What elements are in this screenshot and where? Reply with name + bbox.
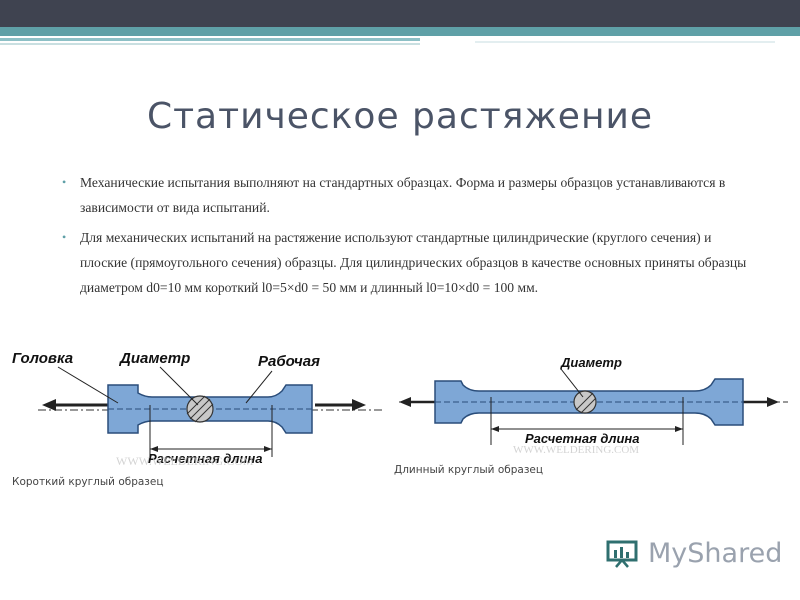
leader-diameter <box>560 368 584 398</box>
arrow-head-left-icon <box>399 397 411 407</box>
leader-diameter <box>159 366 199 406</box>
leader-head <box>57 366 119 404</box>
hatch-line <box>189 398 211 420</box>
diameter-section-icon <box>573 390 597 414</box>
hatch-line <box>194 403 214 423</box>
arrow-head-left-icon <box>42 399 56 411</box>
bullet-item: • Механические испытания выполняют на ст… <box>62 170 752 220</box>
caption-long-specimen: Длинный круглый образец <box>394 464 544 476</box>
header-line-light <box>0 43 800 45</box>
bullet-dot-icon: • <box>62 230 67 244</box>
bullet-list: • Механические испытания выполняют на ст… <box>62 170 752 305</box>
label-diameter: Диаметр <box>118 350 190 367</box>
bullet-text: Для механических испытаний на растяжение… <box>80 230 747 295</box>
logo-text: MyShared <box>648 538 783 569</box>
hatch-line <box>575 392 594 411</box>
label-gauge-length: Расчетная длина <box>525 431 640 446</box>
watermark: WWW.WELDERING.COM <box>116 454 254 468</box>
header-line-faint <box>475 41 775 43</box>
long-specimen-drawing: Диаметр Расчетная длина WWW.WELDERING.CO… <box>399 355 788 456</box>
short-specimen-drawing: Головка Диаметр Рабочая Расчетная длина … <box>12 350 385 468</box>
dimension-arrow-icon <box>675 426 683 432</box>
bullet-dot-icon: • <box>62 175 67 189</box>
watermark: WWW.WELDERING.COM <box>513 444 639 456</box>
arrow-head-right-icon <box>352 399 366 411</box>
dimension-arrow-icon <box>150 446 158 452</box>
label-head: Головка <box>12 350 73 367</box>
slide-title: Статическое растяжение <box>146 96 654 137</box>
header-band-teal <box>0 27 800 36</box>
long-specimen-figure: Диаметр Расчетная длина WWW.WELDERING.CO… <box>393 345 793 460</box>
bullet-text: Механические испытания выполняют на стан… <box>80 175 726 215</box>
label-working: Рабочая <box>258 353 320 370</box>
label-gauge-length: Расчетная длина <box>148 451 263 466</box>
label-diameter: Диаметр <box>560 355 622 370</box>
myshared-logo[interactable]: MyShared <box>606 536 782 572</box>
short-specimen-figure: Головка Диаметр Рабочая Расчетная длина … <box>10 345 390 470</box>
presentation-board-icon <box>606 540 638 568</box>
dimension-arrow-icon <box>491 426 499 432</box>
arrow-head-right-icon <box>767 397 779 407</box>
bullet-item: • Для механических испытаний на растяжен… <box>62 225 752 300</box>
header-band-dark <box>0 0 800 27</box>
leader-working <box>245 370 273 404</box>
hatch-line <box>186 395 206 415</box>
header-notch <box>420 36 800 50</box>
hatch-line <box>580 397 597 414</box>
header-line <box>0 38 740 41</box>
dimension-arrow-icon <box>264 446 272 452</box>
caption-short-specimen: Короткий круглый образец <box>12 476 164 488</box>
